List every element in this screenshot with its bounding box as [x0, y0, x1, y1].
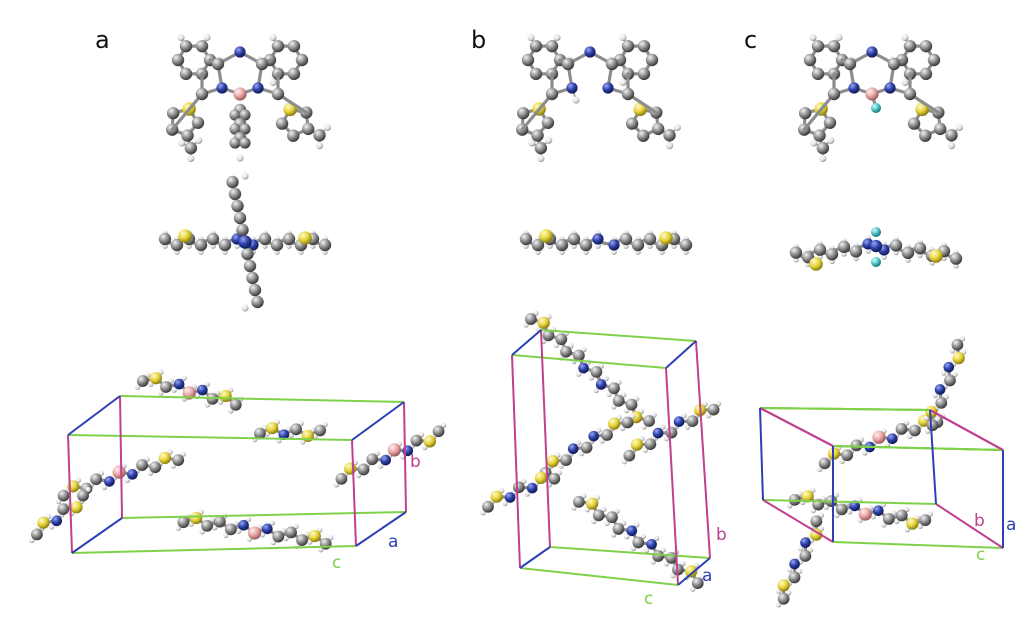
panel-c-axis-c-label: c	[976, 545, 985, 565]
molecule-side-view-b	[519, 229, 693, 255]
packed-molecule-a5	[252, 419, 328, 445]
molecule-views	[29, 33, 967, 608]
packed-molecule-b3	[537, 413, 636, 482]
panel-a-axis-a-label: a	[388, 532, 398, 552]
panel-c-axis-a-label: a	[1006, 515, 1016, 535]
molecule-side-view-c	[789, 227, 963, 271]
panel-b-axis-b-label: b	[716, 525, 727, 545]
panel-c-axis-b-label: b	[974, 511, 985, 531]
molecule-top-view-c	[798, 33, 963, 163]
packed-molecule-a4	[333, 422, 447, 488]
unit-cell-boxes	[67, 329, 1004, 586]
packed-molecule-b4	[480, 469, 563, 516]
panel-label-c: c	[744, 26, 757, 54]
packed-molecule-c4	[775, 512, 825, 608]
unit-cell-a	[67, 395, 407, 554]
molecule-side-view-a	[158, 172, 332, 312]
unit-cell-c	[759, 407, 1004, 549]
panel-a-axis-c-label: c	[332, 553, 341, 573]
molecule-top-view-b	[516, 33, 681, 163]
packed-molecule-b2	[571, 493, 706, 592]
packed-molecule-b5	[621, 400, 722, 465]
packed-molecule-c2	[787, 487, 933, 533]
packed-molecule-c3	[923, 336, 967, 434]
packed-molecule-a1	[135, 369, 244, 414]
packed-molecule-a3	[175, 509, 334, 553]
panel-label-b: b	[471, 26, 486, 54]
panel-b-axis-c-label: c	[644, 589, 653, 609]
packed-molecule-c1	[816, 412, 946, 473]
panel-a-axis-b-label: b	[410, 452, 421, 472]
unit-cell-b	[511, 329, 711, 586]
packed-molecule-b1	[523, 310, 657, 430]
molecule-top-view-a	[166, 33, 331, 163]
panel-label-a: a	[95, 26, 110, 54]
packed-molecule-a6	[29, 486, 91, 544]
panel-b-axis-a-label: a	[702, 566, 712, 586]
